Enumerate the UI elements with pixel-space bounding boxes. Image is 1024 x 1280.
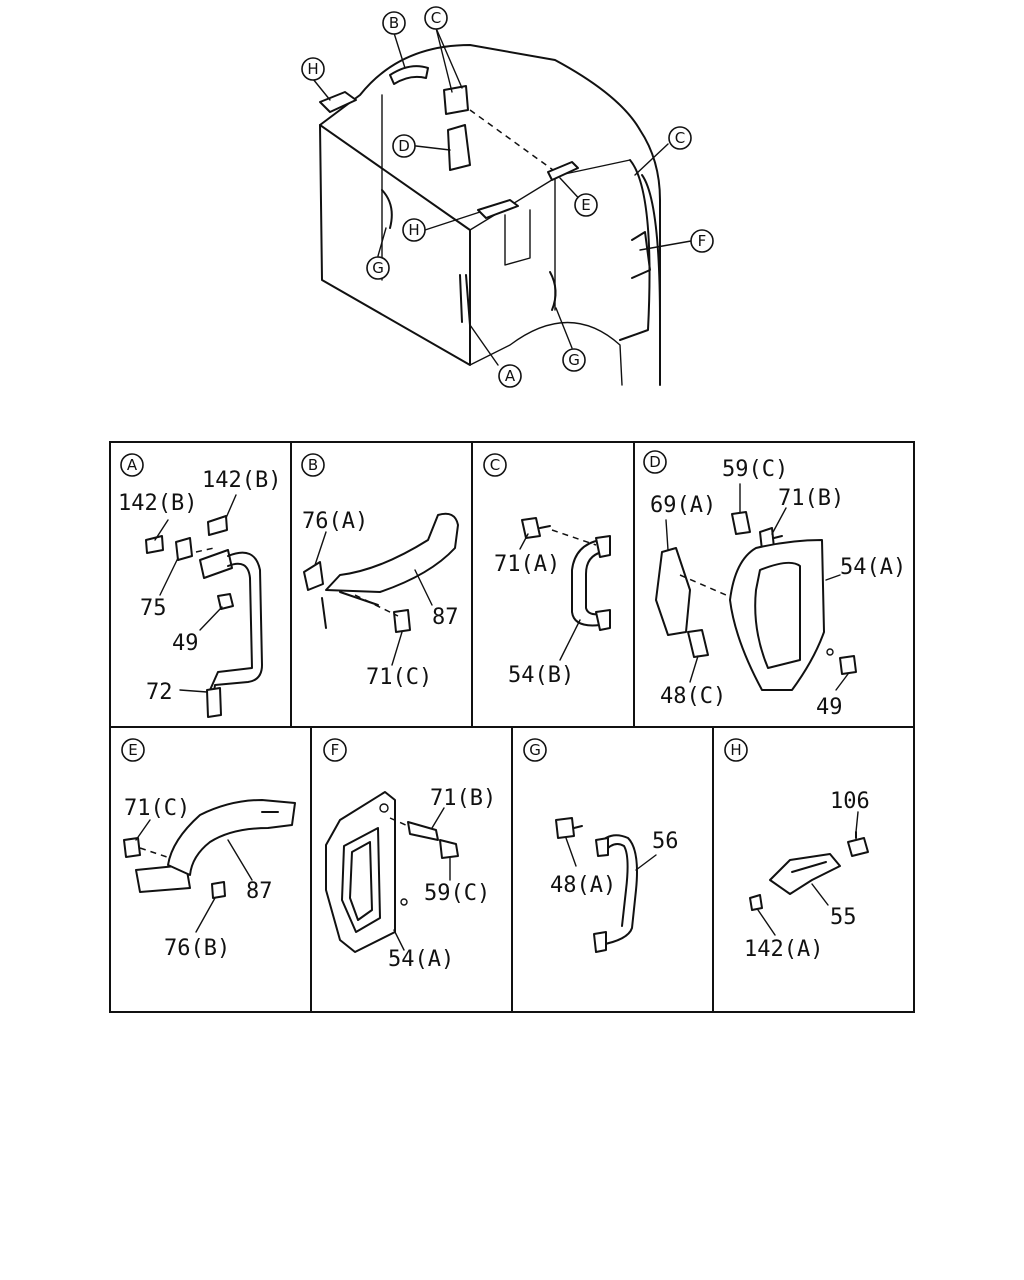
svg-text:F: F: [698, 232, 707, 250]
svg-text:54(B): 54(B): [508, 663, 574, 688]
callout-C: C: [668, 126, 692, 150]
panel-H: H 106 55 142(A): [724, 738, 870, 962]
svg-text:D: D: [398, 137, 410, 155]
svg-text:C: C: [675, 129, 685, 147]
panel-A: A 142(B) 142(B) 75 49 72: [118, 453, 281, 718]
panel-key-H: H: [724, 738, 748, 762]
callout-D: D: [392, 134, 416, 158]
svg-text:71(B): 71(B): [778, 486, 844, 511]
svg-text:A: A: [505, 367, 516, 385]
callout-G: G: [562, 348, 586, 372]
panel-key-D: D: [643, 450, 667, 474]
callout-G: G: [366, 256, 390, 280]
svg-text:H: H: [307, 60, 318, 78]
svg-text:49: 49: [816, 695, 843, 720]
panel-key-G: G: [523, 738, 547, 762]
panel-G: G 48(A) 56: [523, 738, 679, 953]
callout-B: B: [382, 11, 406, 35]
callout-F: F: [690, 229, 714, 253]
panel-D: D 59(C) 69(A) 71(B) 54(A) 48(C) 49: [643, 450, 906, 720]
detail-grid: [109, 441, 915, 1013]
svg-text:C: C: [431, 9, 441, 27]
svg-text:48(A): 48(A): [550, 873, 616, 898]
svg-text:56: 56: [652, 829, 679, 854]
svg-text:54(A): 54(A): [388, 947, 454, 972]
callout-C: C: [424, 6, 448, 30]
callout-A: A: [498, 364, 522, 388]
svg-text:71(B): 71(B): [430, 786, 496, 811]
panel-E: E 71(C) 87 76(B): [121, 738, 296, 961]
svg-text:D: D: [649, 453, 661, 471]
cab-overview: H B C D C E H F G G A: [301, 6, 714, 388]
svg-text:87: 87: [246, 879, 273, 904]
panel-key-A: A: [120, 453, 144, 477]
svg-text:G: G: [529, 741, 541, 759]
callout-H: H: [402, 218, 426, 242]
svg-text:B: B: [308, 456, 318, 474]
svg-text:48(C): 48(C): [660, 684, 726, 709]
callout-H: H: [301, 57, 325, 81]
svg-text:69(A): 69(A): [650, 493, 716, 518]
callout-E: E: [574, 193, 598, 217]
svg-text:71(A): 71(A): [494, 552, 560, 577]
svg-text:49: 49: [172, 631, 199, 656]
panel-key-C: C: [483, 453, 507, 477]
svg-text:142(B): 142(B): [118, 491, 197, 516]
svg-text:A: A: [127, 456, 138, 474]
svg-text:G: G: [372, 259, 384, 277]
panel-B: B 76(A) 87 71(C): [301, 453, 459, 690]
panel-key-B: B: [301, 453, 325, 477]
svg-text:72: 72: [146, 680, 173, 705]
svg-text:G: G: [568, 351, 580, 369]
svg-text:B: B: [389, 14, 399, 32]
panel-key-E: E: [121, 738, 145, 762]
svg-text:E: E: [128, 741, 137, 759]
svg-text:142(B): 142(B): [202, 468, 281, 493]
svg-text:59(C): 59(C): [722, 457, 788, 482]
svg-text:76(B): 76(B): [164, 936, 230, 961]
svg-text:H: H: [408, 221, 419, 239]
panel-key-F: F: [323, 738, 347, 762]
panel-C: C 71(A) 54(B): [483, 453, 611, 688]
svg-text:55: 55: [830, 905, 857, 930]
svg-text:76(A): 76(A): [302, 509, 368, 534]
svg-text:H: H: [730, 741, 741, 759]
panel-F: F 71(B) 59(C) 54(A): [323, 738, 496, 972]
svg-text:106: 106: [830, 789, 870, 814]
svg-text:E: E: [581, 196, 590, 214]
svg-text:C: C: [490, 456, 500, 474]
svg-text:54(A): 54(A): [840, 555, 906, 580]
svg-text:142(A): 142(A): [744, 937, 823, 962]
svg-text:87: 87: [432, 605, 459, 630]
svg-text:71(C): 71(C): [124, 796, 190, 821]
svg-text:F: F: [331, 741, 340, 759]
svg-text:71(C): 71(C): [366, 665, 432, 690]
svg-text:59(C): 59(C): [424, 881, 490, 906]
svg-text:75: 75: [140, 596, 167, 621]
